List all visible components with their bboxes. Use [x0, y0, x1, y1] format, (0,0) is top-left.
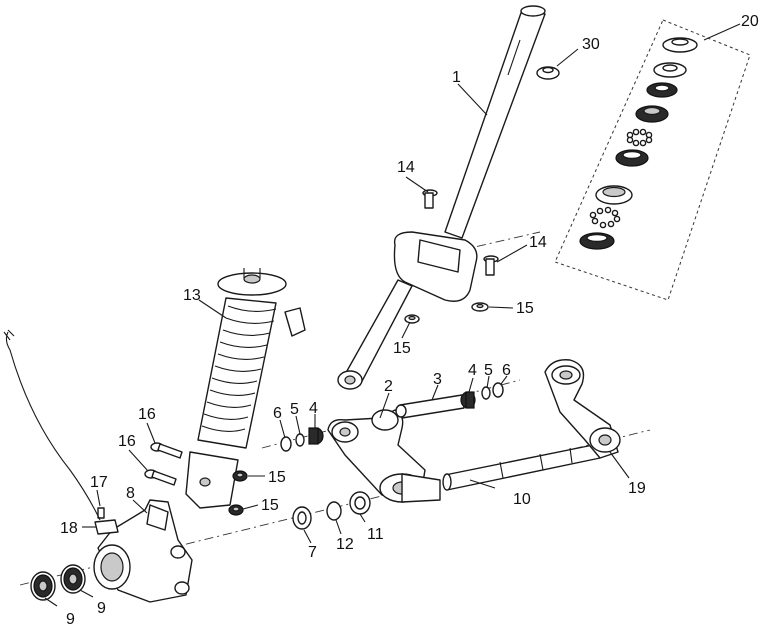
- part-17-screw: [97, 507, 105, 519]
- sensor-cable: [5, 331, 101, 521]
- callout-4-right: 4: [468, 362, 477, 379]
- callout-2: 2: [384, 378, 393, 395]
- callout-13: 13: [183, 287, 201, 304]
- callout-9-outer: 9: [66, 611, 75, 628]
- callout-12: 12: [336, 536, 354, 553]
- part-19-link-lever: [544, 359, 621, 459]
- part-7-washer: [292, 506, 312, 530]
- callout-15-centre: 15: [393, 340, 411, 357]
- callout-6-left: 6: [273, 405, 282, 422]
- callout-17: 17: [90, 474, 108, 491]
- part-9-bearing-outer: [30, 571, 56, 601]
- callout-14-upper: 14: [397, 159, 415, 176]
- callout-6-right: 6: [502, 362, 511, 379]
- part-10-axle: [442, 443, 601, 491]
- ball-cage-lower: [589, 206, 621, 229]
- callout-19: 19: [628, 480, 646, 497]
- leader-lines: [44, 23, 741, 607]
- callout-15-lower-a: 15: [268, 469, 286, 486]
- bearing-kit-parts: [579, 37, 698, 250]
- callout-10: 10: [513, 491, 531, 508]
- callout-4-left: 4: [309, 400, 318, 417]
- callout-7: 7: [308, 544, 317, 561]
- part-12-circlip: [326, 501, 342, 521]
- callout-9-inner: 9: [97, 600, 106, 617]
- part-4-bearing-right: [460, 391, 476, 409]
- part-16-bolt-lower: [144, 469, 177, 486]
- callout-1: 1: [452, 69, 461, 86]
- part-16-bolt-upper: [150, 442, 183, 459]
- callout-30: 30: [582, 36, 600, 53]
- part-4-bearing-left: [308, 427, 324, 445]
- callout-20: 20: [741, 13, 759, 30]
- part-15-nut-lower-a: [232, 470, 248, 482]
- callout-15-lower-b: 15: [261, 497, 279, 514]
- callout-16-lower: 16: [118, 433, 136, 450]
- callout-16-upper: 16: [138, 406, 156, 423]
- callout-labels: 1 30 20 14 14 15 15 3 2 4 5 6 6 5 4 13 1…: [60, 13, 759, 628]
- part-30-ring: [536, 66, 560, 80]
- part-18-sensor: [94, 519, 119, 535]
- part-2-swing-arm: [327, 409, 441, 503]
- part-15-nut-lower-b: [228, 504, 244, 516]
- part-6-circlip-right: [492, 382, 504, 398]
- part-1-steering-stem: [337, 5, 546, 390]
- callout-15-right: 15: [516, 300, 534, 317]
- part-5-washer-right: [481, 386, 491, 400]
- part-14-bolt-upper: [422, 189, 438, 209]
- part-5-washer-left: [295, 433, 305, 447]
- sensor-cable-end: [3, 329, 15, 341]
- part-8-hub-knuckle: [93, 499, 193, 603]
- part-3-pivot-pin: [395, 394, 465, 419]
- callout-8: 8: [126, 485, 135, 502]
- part-15-nut-centre: [404, 314, 420, 324]
- callout-5-left: 5: [290, 401, 299, 418]
- ball-cage-upper: [626, 128, 653, 147]
- part-13-shock-absorber: [185, 268, 306, 509]
- shock-spring: [197, 297, 277, 449]
- callout-3: 3: [433, 371, 442, 388]
- callout-14-right: 14: [529, 234, 547, 251]
- part-9-bearing-inner: [60, 564, 86, 594]
- part-14-bolt-right: [483, 255, 499, 276]
- bearing-kit-group: [554, 19, 751, 301]
- part-11-spacer: [349, 491, 371, 515]
- callout-11: 11: [367, 526, 384, 543]
- bearing-kit-box: [554, 19, 751, 301]
- callout-18: 18: [60, 520, 78, 537]
- callout-5-right: 5: [484, 362, 493, 379]
- part-15-nut-right: [471, 302, 489, 312]
- part-6-circlip-left: [280, 436, 292, 452]
